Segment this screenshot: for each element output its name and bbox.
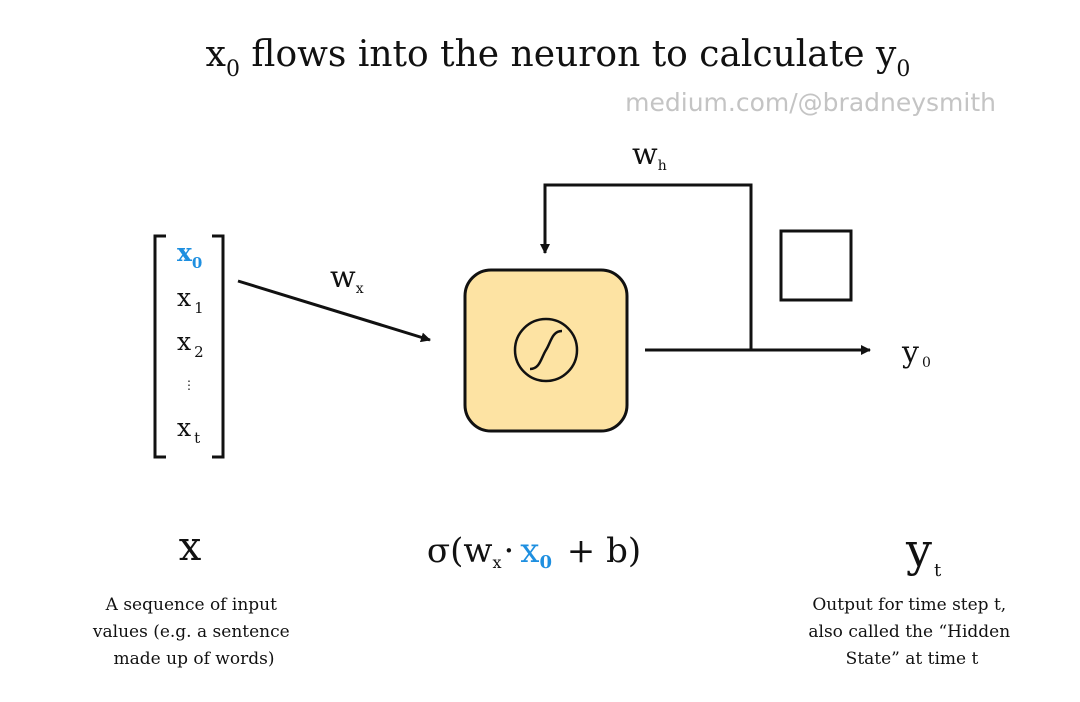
recurrent-loop — [540, 183, 753, 350]
title-output-sub: 0 — [896, 57, 910, 82]
sigmoid-curve — [529, 329, 563, 371]
title-input-var: x — [206, 34, 226, 75]
title-input-sub: 0 — [226, 57, 240, 82]
hidden-weight-label: wh — [632, 137, 667, 174]
output-caption: Output for time step t, also called the … — [808, 595, 1015, 669]
vector-ellipsis: ⋮ — [183, 378, 195, 392]
input-weight-label: wx — [330, 260, 364, 297]
input-caption: A sequence of input values (e.g. a sente… — [92, 595, 295, 669]
vector-right-bracket — [212, 234, 225, 459]
sigmoid-icon — [513, 317, 579, 383]
vector-item-x0: x0 — [177, 238, 202, 272]
title-middle: flows into the neuron to calculate — [240, 34, 876, 75]
title: x0 flows into the neuron to calculate y0 — [206, 34, 911, 82]
watermark: medium.com/@bradneysmith — [625, 88, 996, 117]
input-arrow — [237, 279, 431, 343]
hidden-state-box — [779, 229, 853, 302]
neuron-formula: σ(wx·x0 + b) — [427, 531, 641, 573]
input-symbol: x — [179, 524, 202, 570]
title-output-var: y — [875, 34, 897, 75]
vector-left-bracket — [153, 234, 166, 459]
